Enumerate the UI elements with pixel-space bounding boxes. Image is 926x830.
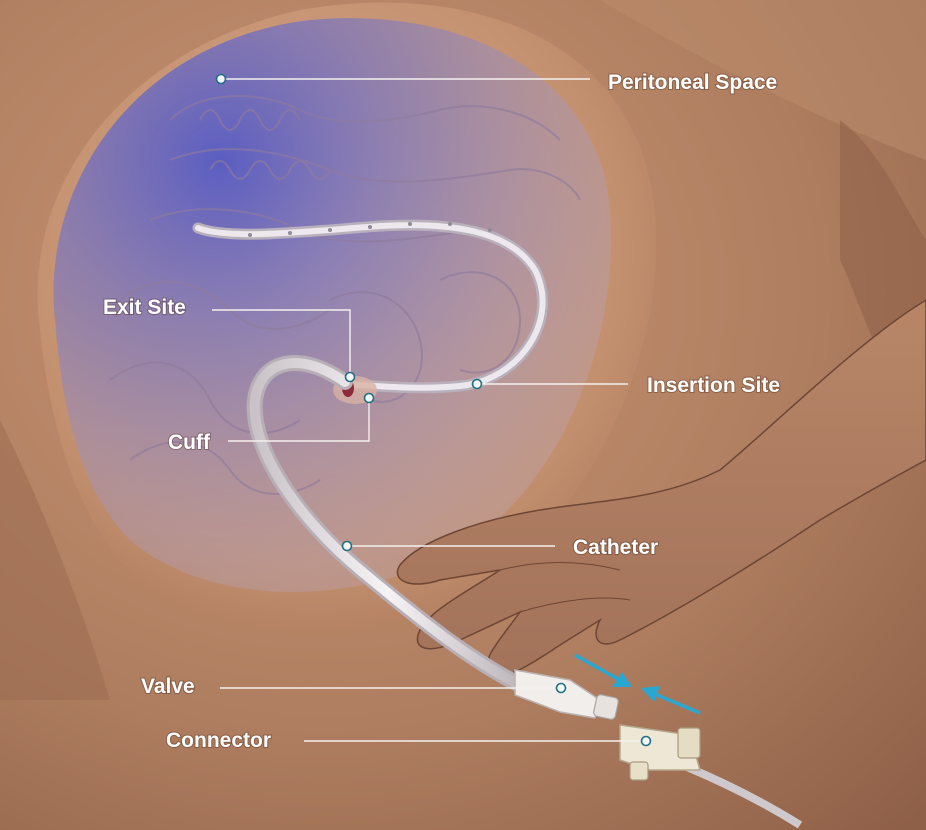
connector-marker [642,737,651,746]
catheter-marker [343,542,352,551]
exit-site-marker [346,373,355,382]
valve-marker [557,684,566,693]
insertion-site-marker [473,380,482,389]
insertion-site-label: Insertion Site [647,374,780,397]
exit-site-label: Exit Site [103,296,186,319]
connector-label: Connector [166,729,271,752]
peritoneal-space-label: Peritoneal Space [608,71,777,94]
catheter-label: Catheter [573,536,658,559]
cuff-label: Cuff [168,431,211,454]
peritoneal-space-marker [217,75,226,84]
valve-label: Valve [141,675,195,698]
cuff-marker [365,394,374,403]
